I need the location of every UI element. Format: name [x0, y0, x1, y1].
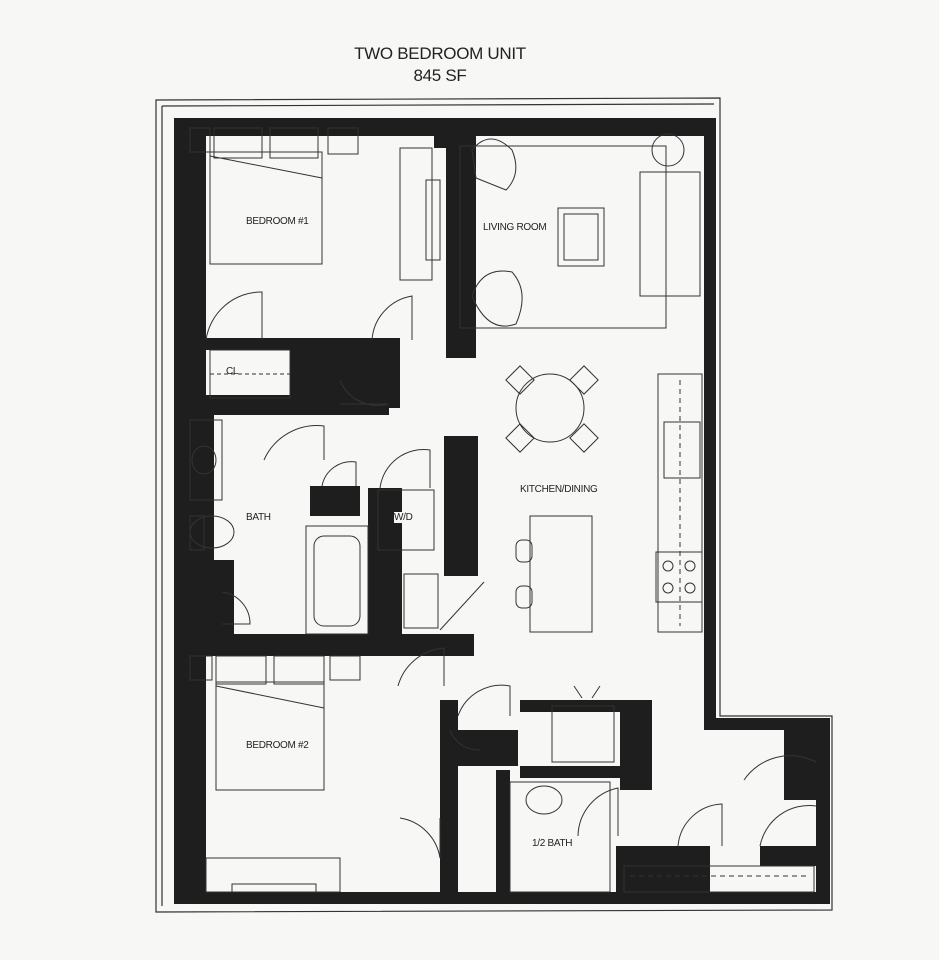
lamp	[651, 133, 685, 167]
wall-right-lower	[816, 718, 830, 904]
sofa	[639, 171, 701, 297]
wall-step	[704, 718, 830, 730]
armchair-1	[471, 138, 517, 191]
rug	[459, 145, 667, 329]
wall-bed2-closet	[440, 700, 458, 896]
room-label-kitchen-dining: KITCHEN/DINING	[520, 484, 598, 495]
tub	[305, 525, 369, 635]
plan-title: TWO BEDROOM UNIT	[354, 44, 526, 63]
wall-bed1-living	[446, 118, 476, 358]
fixtures	[189, 127, 817, 893]
half-bath	[509, 781, 611, 893]
sink	[663, 421, 701, 479]
bed2-dresser	[205, 857, 341, 893]
armchair-2	[471, 270, 523, 327]
dining-table	[515, 373, 585, 443]
room-label-bath: BATH	[246, 512, 271, 523]
range	[655, 551, 703, 603]
room-label-closet-entry: CL	[698, 872, 711, 883]
wall-wd	[444, 436, 478, 576]
room-label-bedroom-2: BEDROOM #2	[246, 740, 309, 751]
room-label-living-room: LIVING ROOM	[482, 222, 548, 233]
room-label-wd: W/D	[394, 512, 413, 523]
wall-bath-bed2	[174, 634, 474, 656]
dresser	[399, 147, 433, 281]
half-bath-toilet	[525, 785, 563, 815]
plan-area: 845 SF	[413, 66, 467, 85]
bed2-outline	[215, 681, 325, 791]
room-label-bedroom-1: BEDROOM #1	[246, 216, 309, 227]
half-bath-vanity	[551, 705, 615, 763]
outer-border-line	[155, 97, 833, 913]
wall-bed1-bath	[174, 395, 389, 415]
entry-closet	[623, 865, 815, 893]
wall-right-upper	[704, 118, 716, 724]
coffee-table	[557, 207, 605, 267]
room-label-closet-bed1: CL	[226, 366, 239, 377]
bed1-outline	[209, 151, 323, 265]
interior-walls	[174, 118, 816, 896]
wd-closet	[377, 489, 435, 551]
vanity	[189, 419, 223, 501]
room-label-closet-bed2: CL	[446, 822, 459, 833]
room-label-half-bath: 1/2 BATH	[532, 838, 573, 849]
island	[529, 515, 593, 633]
kitchen-counter	[657, 373, 703, 633]
